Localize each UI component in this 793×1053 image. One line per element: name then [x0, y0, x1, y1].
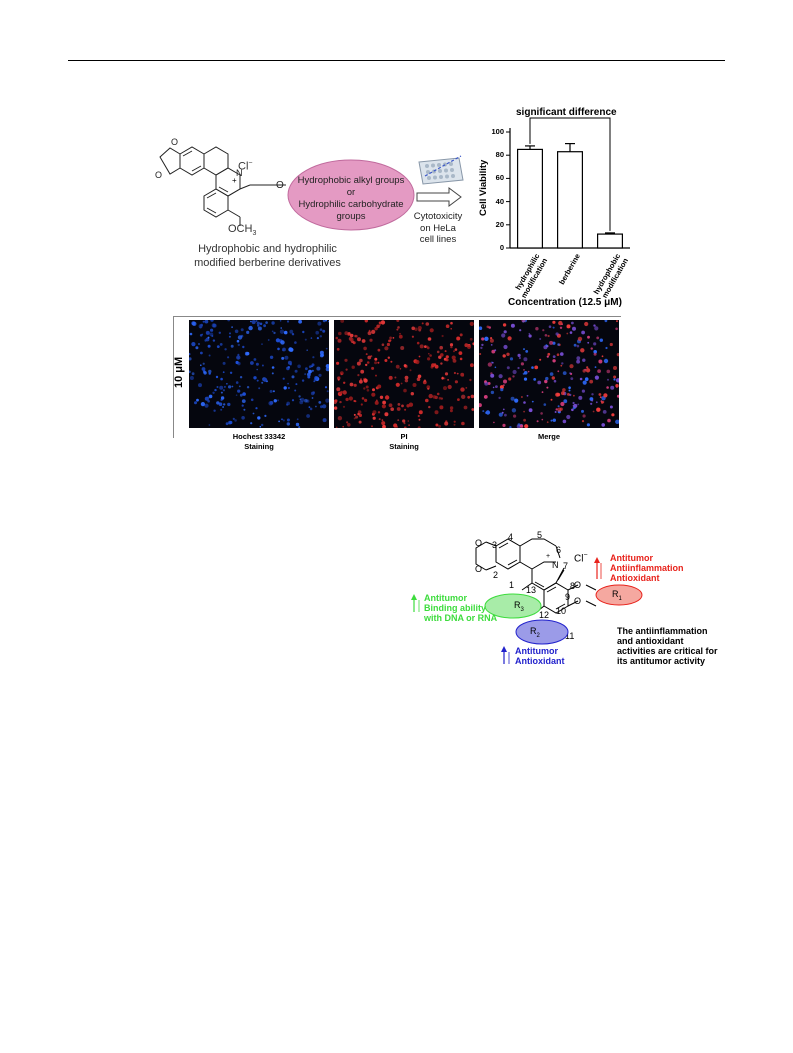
chart-significance-bracket — [529, 117, 611, 231]
cell-texture — [189, 320, 329, 428]
atom-num-13: 13 — [526, 585, 537, 595]
red-activity-labels: Antitumor Antiinflammation Antioxidant — [610, 553, 684, 583]
chart-y-tick-label: 80 — [495, 150, 504, 160]
atom-num-7: 7 — [563, 561, 569, 571]
red-up-arrow-icon — [594, 557, 602, 579]
molecule-n-charge: + — [232, 176, 237, 185]
micrograph-axis-left — [173, 316, 174, 438]
oxygen-9: O — [574, 580, 582, 590]
atom-num-10: 10 — [556, 606, 567, 616]
atom-num-3: 3 — [492, 540, 498, 550]
blue-up-arrow-icon — [501, 646, 510, 664]
oxygen-bottom: O — [475, 564, 483, 574]
molecule-caption: Hydrophobic and hydrophilic modified ber… — [194, 243, 341, 269]
atom-num-12: 12 — [539, 610, 550, 620]
green-up-arrow-icon — [411, 594, 420, 612]
atom-num-6: 6 — [556, 545, 562, 555]
sar-note: The antiinflammation and antioxidant act… — [617, 626, 718, 666]
header-rule — [68, 60, 725, 61]
chart-bar — [556, 151, 583, 249]
substituent-oval-text: Hydrophobic alkyl groups or Hydrophilic … — [297, 175, 405, 222]
atom-n: N — [552, 560, 559, 570]
concentration-label: 10 μM — [173, 356, 185, 388]
atom-n-plus: + — [546, 553, 551, 560]
svg-text:N: N — [236, 168, 243, 178]
cytotoxicity-label: Cytotoxicity on HeLa cell lines — [413, 211, 463, 245]
chart-y-tick-label: 40 — [495, 196, 504, 206]
r2-label: R2 — [530, 626, 540, 639]
chart-bar — [596, 233, 623, 249]
svg-text:O: O — [171, 137, 178, 147]
atom-num-1: 1 — [509, 580, 515, 590]
merge-label: Merge — [537, 432, 561, 441]
hoechst-micrograph — [189, 320, 329, 428]
svg-text:O: O — [155, 170, 162, 180]
r3-ellipse — [484, 593, 542, 619]
atom-num-4: 4 — [508, 532, 514, 542]
atom-num-8: 8 — [570, 581, 576, 591]
molecule-counterion: Cl− — [238, 160, 253, 173]
chart-title: significant difference — [516, 107, 617, 118]
well-plate-icon — [418, 155, 464, 185]
r3-label: R3 — [514, 600, 524, 613]
green-activity-labels: Antitumor Binding ability with DNA or RN… — [424, 593, 498, 623]
chart-bar — [516, 148, 543, 249]
chart-xlabel: Concentration (12.5 μM) — [508, 297, 622, 308]
atom-num-9: 9 — [565, 592, 571, 602]
molecule-ether-o: O — [276, 180, 284, 191]
blue-activity-labels: Antitumor Antioxidant — [515, 646, 565, 666]
right-arrow-icon — [416, 187, 462, 207]
oxygen-10: O — [574, 596, 582, 606]
chart-y-tick-label: 0 — [499, 243, 504, 252]
substituent-oval — [287, 159, 415, 231]
merge-micrograph — [479, 320, 619, 428]
berberine-sar-structure — [475, 538, 597, 615]
pi-micrograph — [334, 320, 474, 428]
r1-ellipse — [595, 584, 643, 606]
atom-num-5: 5 — [537, 530, 543, 540]
berberine-structure: O O N — [155, 137, 286, 226]
oxygen-top: O — [475, 538, 483, 548]
cell-texture — [479, 320, 619, 428]
cell-viability-chart — [506, 117, 630, 249]
atom-num-11: 11 — [565, 631, 575, 641]
r1-label: R1 — [612, 589, 622, 602]
chart-y-tick-label: 100 — [491, 127, 504, 136]
chart-y-tick-label: 60 — [495, 173, 504, 183]
atom-num-2: 2 — [493, 570, 499, 580]
r2-ellipse — [515, 619, 569, 645]
micrograph-axis-top — [173, 316, 621, 317]
sar-counterion: Cl− — [574, 552, 588, 565]
cell-texture — [334, 320, 474, 428]
molecule-methoxy: OCH3 — [228, 223, 257, 238]
chart-y-tick-label: 20 — [495, 219, 504, 229]
